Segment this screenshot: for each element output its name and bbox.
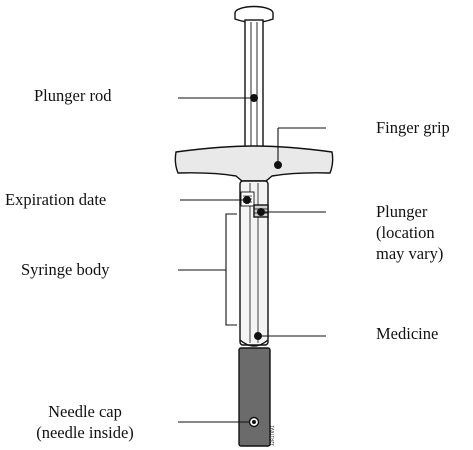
dot-plunger-rod — [250, 94, 258, 102]
label-needle-cap: Needle cap (needle inside) — [36, 402, 134, 442]
label-finger-grip: Finger grip — [376, 118, 450, 137]
plunger-rod-shape — [244, 19, 264, 161]
dot-expiration-date — [243, 196, 251, 204]
tiny-code-text: 32R1T6V1 — [270, 425, 275, 446]
label-medicine: Medicine — [376, 324, 439, 343]
label-plunger: Plunger (location may vary) — [376, 202, 444, 263]
finger-grip-shape — [174, 145, 334, 182]
syringe-body-bracket — [225, 213, 237, 326]
needle-cap-shape — [238, 347, 271, 447]
barrel-neck — [239, 339, 269, 347]
label-expiration-date: Expiration date — [5, 190, 107, 209]
dot-plunger — [257, 208, 265, 216]
dot-finger-grip — [274, 161, 282, 169]
dot-medicine — [254, 332, 262, 340]
label-syringe-body: Syringe body — [21, 260, 110, 279]
label-plunger-rod: Plunger rod — [34, 86, 112, 105]
syringe-barrel-shape — [239, 180, 269, 346]
